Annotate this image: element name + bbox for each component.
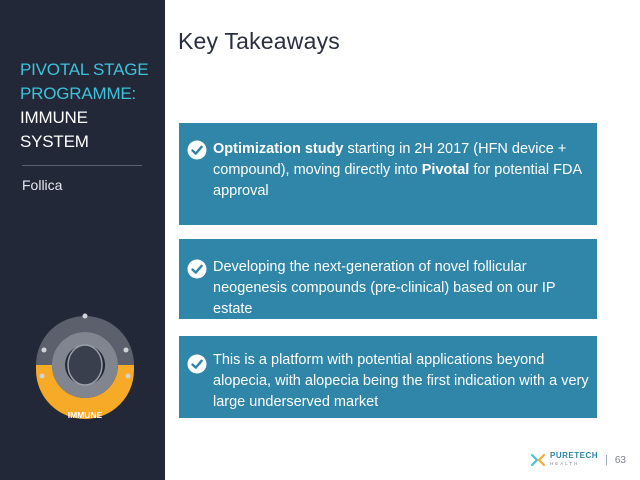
sidebar-subtitle: Follica bbox=[22, 177, 63, 193]
immune-diagram: IMMUNE bbox=[36, 313, 134, 420]
diagram-inner-ring bbox=[51, 332, 118, 398]
check-circle-icon bbox=[187, 354, 207, 374]
takeaway-body: for potential FDA approval bbox=[213, 162, 582, 199]
diagram-immune-band bbox=[36, 365, 134, 419]
takeaway-bold: Optimization study bbox=[213, 141, 344, 157]
takeaway-card: Optimization study starting in 2H 2017 (… bbox=[179, 123, 597, 225]
check-circle-icon bbox=[187, 259, 207, 279]
takeaway-bold: Pivotal bbox=[421, 162, 470, 178]
takeaway-text: Optimization study starting in 2H 2017 (… bbox=[213, 139, 589, 202]
diagram-node bbox=[82, 313, 88, 319]
takeaway-body: starting in 2H 2017 (HFN device + compou… bbox=[213, 141, 567, 178]
brand-name: PURETECH bbox=[550, 451, 599, 460]
brand-subname: HEALTH bbox=[550, 461, 580, 466]
diagram-label: IMMUNE bbox=[68, 410, 103, 420]
diagram-center bbox=[67, 344, 103, 386]
section-title: PIVOTAL STAGE PROGRAMME: IMMUNE SYSTEM bbox=[20, 58, 160, 154]
diagram-node bbox=[125, 373, 131, 379]
diagram-node bbox=[41, 347, 47, 353]
brand-logo-text: PURETECH HEALTH bbox=[550, 452, 598, 468]
diagram-outer-arc bbox=[36, 316, 134, 365]
footer: PURETECH HEALTH | 63 bbox=[530, 450, 626, 470]
page-title: Key Takeaways bbox=[178, 28, 340, 54]
diagram-node bbox=[123, 347, 129, 353]
section-title-line1: PIVOTAL STAGE bbox=[20, 60, 149, 79]
sidebar: PIVOTAL STAGE PROGRAMME: IMMUNE SYSTEM F… bbox=[0, 0, 165, 480]
section-title-line3: IMMUNE SYSTEM bbox=[20, 108, 89, 151]
check-circle-icon bbox=[187, 140, 207, 160]
takeaway-card: Developing the next-generation of novel … bbox=[179, 239, 597, 319]
puretech-logo-icon bbox=[531, 454, 545, 466]
takeaway-text: Developing the next-generation of novel … bbox=[213, 259, 556, 317]
page-number: 63 bbox=[614, 454, 626, 466]
footer-separator: | bbox=[605, 454, 608, 466]
section-title-line2: PROGRAMME: bbox=[20, 84, 137, 103]
sidebar-divider bbox=[22, 165, 142, 166]
takeaway-text: This is a platform with potential applic… bbox=[213, 352, 589, 410]
diagram-node bbox=[39, 373, 45, 379]
takeaway-card: This is a platform with potential applic… bbox=[179, 336, 597, 418]
